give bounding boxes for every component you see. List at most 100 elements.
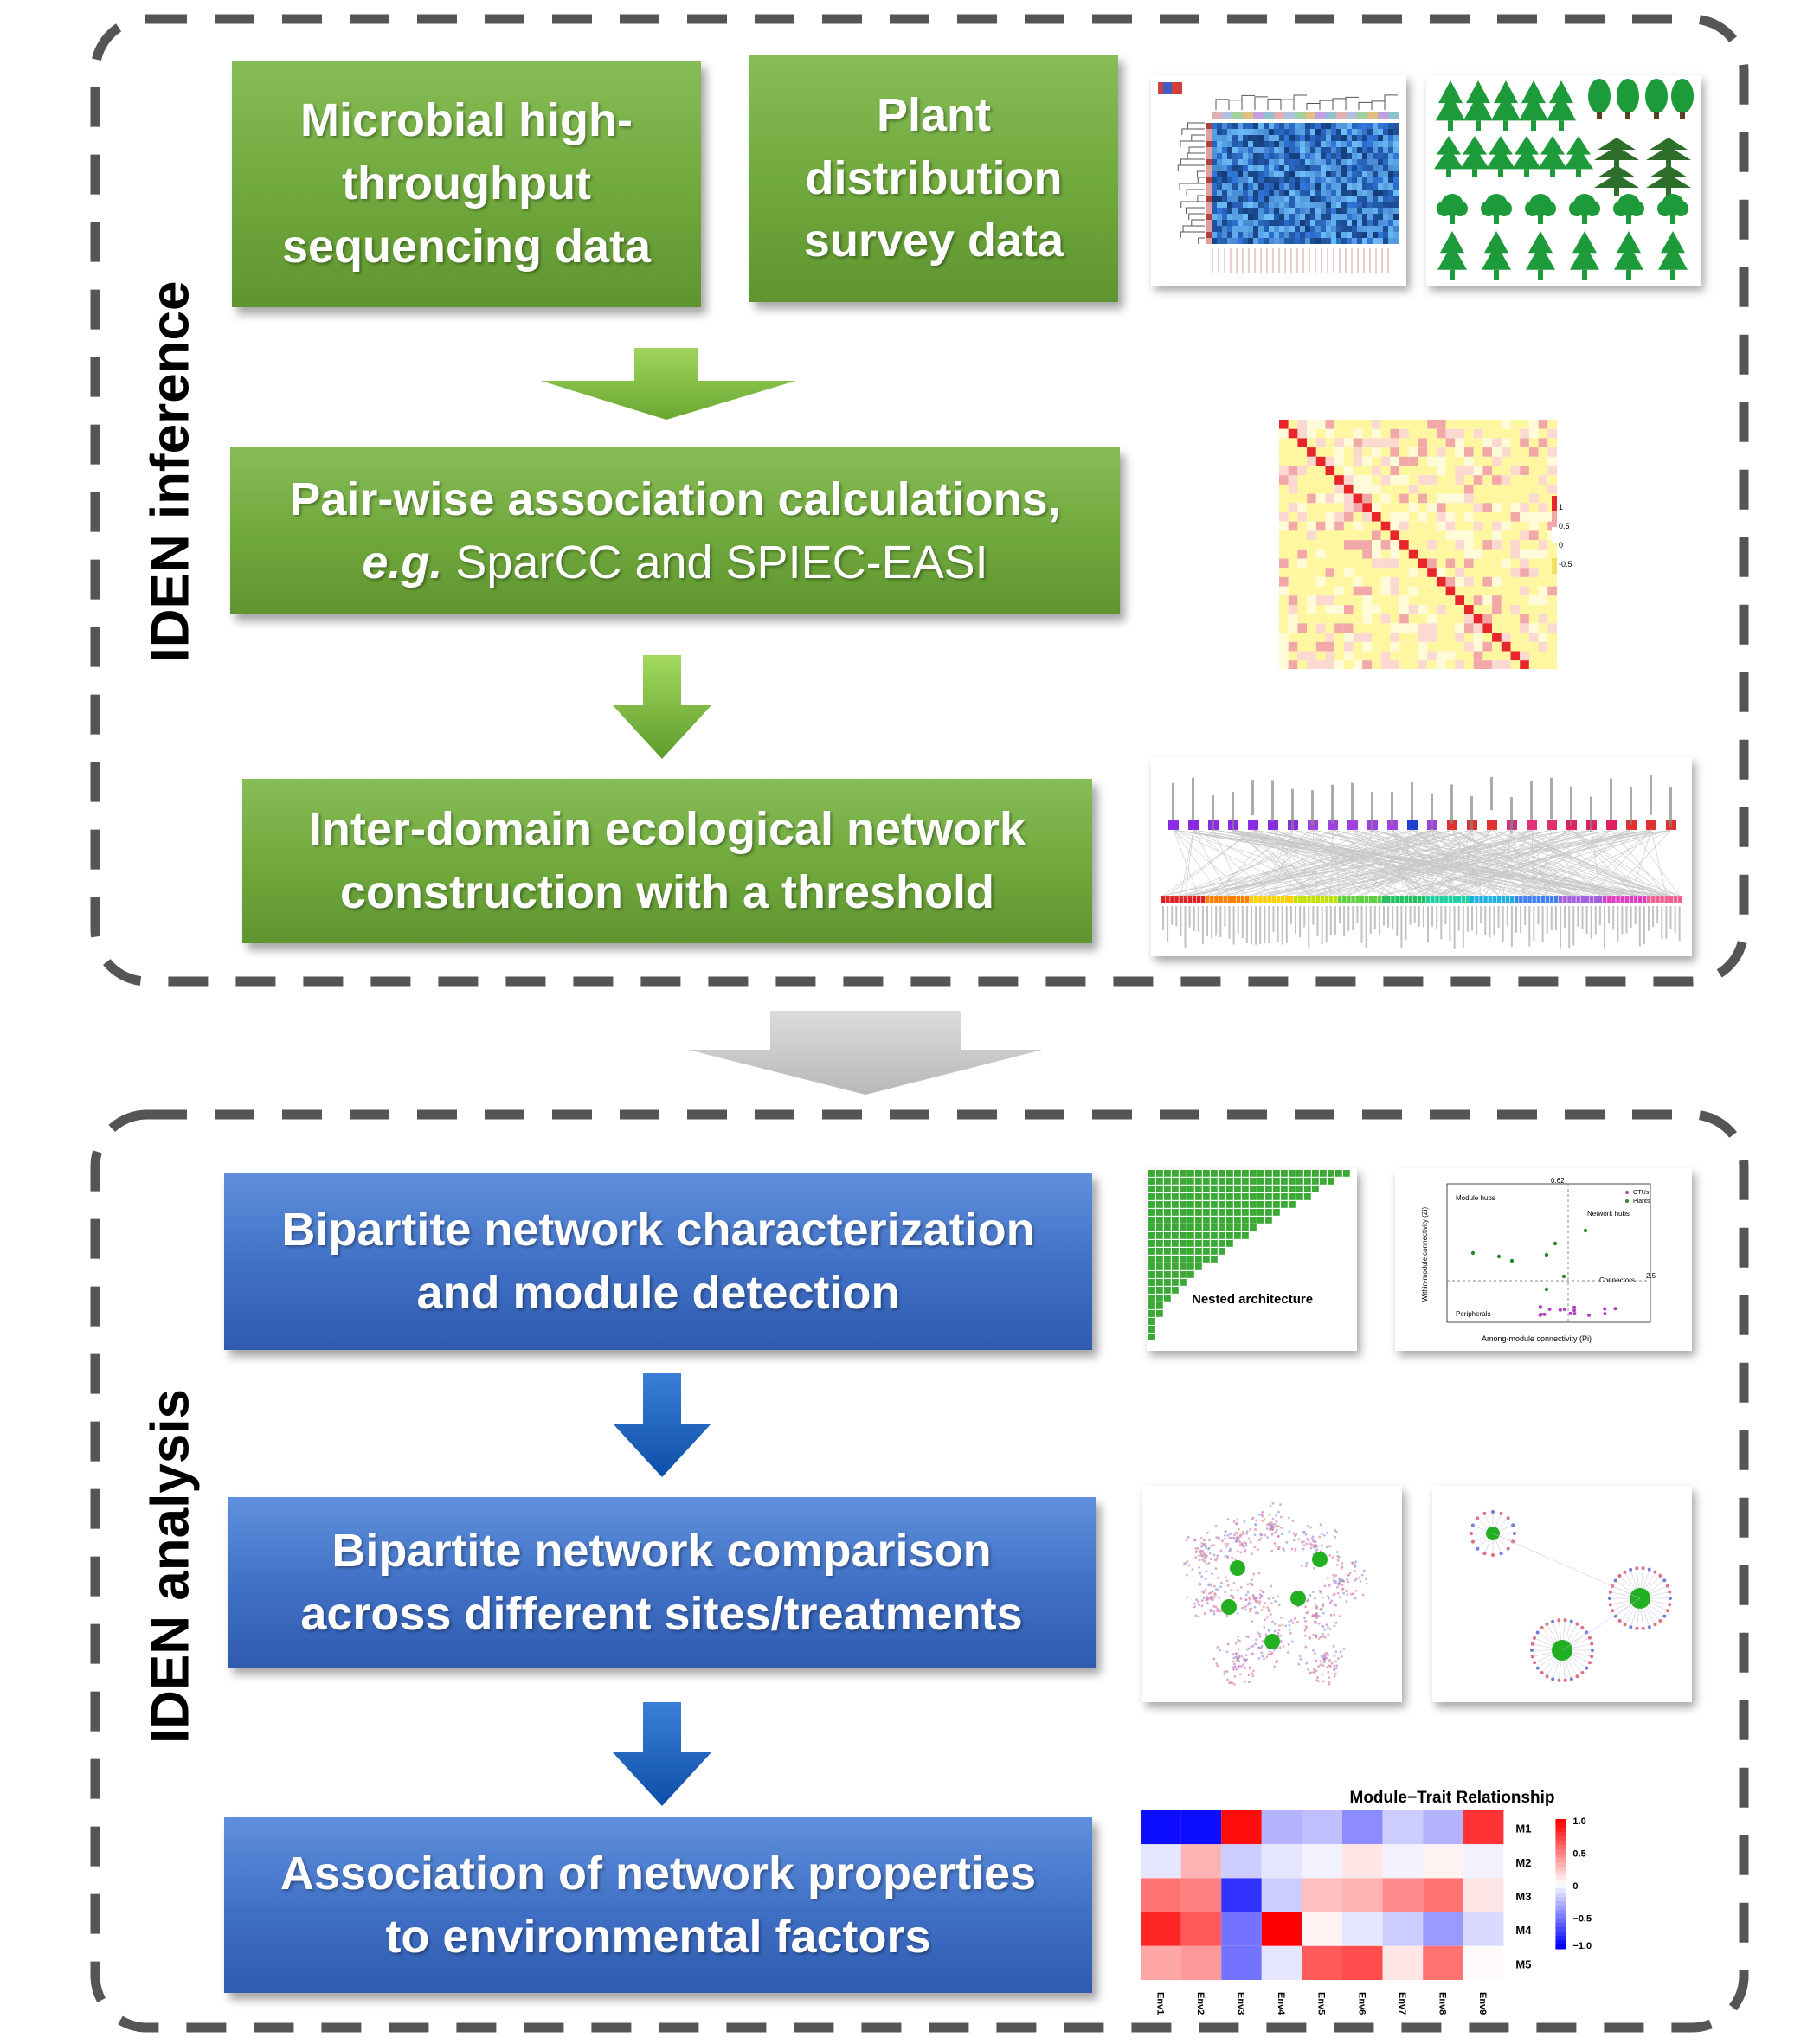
correlation-cell — [1307, 521, 1316, 531]
network-edge — [1212, 829, 1614, 897]
node-label — [1224, 906, 1226, 927]
microbe-node — [1250, 896, 1254, 903]
network-node — [1239, 1597, 1243, 1600]
network-node — [1323, 1636, 1327, 1639]
correlation-cell — [1501, 484, 1511, 494]
correlation-cell — [1343, 530, 1354, 541]
network-node — [1232, 1660, 1235, 1663]
heat-cell — [1357, 214, 1362, 220]
network-node — [1275, 1520, 1278, 1523]
heat-cell — [1393, 135, 1399, 141]
correlation-cell — [1334, 549, 1344, 559]
heat-cell — [1248, 141, 1253, 147]
node-label — [1339, 906, 1341, 924]
correlation-cell — [1445, 530, 1456, 541]
network-node — [1236, 1589, 1239, 1591]
network-node — [1258, 1593, 1262, 1597]
network-node — [1237, 1539, 1240, 1543]
correlation-cell — [1362, 530, 1372, 541]
nested-cell — [1156, 1287, 1163, 1294]
nested-cell — [1172, 1170, 1179, 1177]
heat-cell — [1352, 135, 1357, 141]
correlation-cell — [1427, 651, 1437, 661]
correlation-cell — [1343, 512, 1354, 522]
correlation-cell — [1528, 660, 1539, 669]
broadleaf-tree-icon — [1540, 201, 1556, 216]
heat-cell — [1362, 202, 1367, 208]
network-node — [1251, 1518, 1254, 1520]
correlation-cell — [1473, 641, 1483, 652]
correlation-cell — [1538, 586, 1548, 596]
correlation-cell — [1492, 456, 1502, 466]
microbe-node — [1448, 896, 1452, 903]
pairwise-line-2: e.g. SparCC and SPIEC-EASI — [289, 531, 1060, 595]
network-node — [1271, 1620, 1274, 1623]
heat-cell — [1300, 129, 1305, 135]
heat-cell — [1243, 214, 1248, 220]
microbe-node — [1382, 896, 1386, 903]
network-edge — [1189, 829, 1413, 897]
network-node — [1215, 1609, 1219, 1612]
nested-cell — [1281, 1193, 1288, 1200]
heat-cell — [1222, 171, 1227, 177]
correlation-cell — [1390, 576, 1400, 587]
annotation-cell — [1326, 112, 1336, 119]
correlation-cell — [1547, 633, 1557, 642]
heat-cell — [1217, 135, 1222, 141]
heat-cell — [1295, 202, 1300, 208]
correlation-cell — [1362, 558, 1372, 569]
correlation-cell — [1418, 484, 1428, 494]
network-node — [1206, 1531, 1209, 1534]
heat-cell — [1279, 123, 1284, 129]
correlation-cell — [1343, 540, 1354, 550]
heat-cell — [1315, 171, 1321, 177]
annotation-cell — [1388, 112, 1399, 119]
node-label — [1436, 906, 1438, 929]
node-label — [1661, 906, 1663, 939]
heat-cell — [1295, 159, 1300, 165]
network-edge — [1630, 829, 1680, 897]
network-edge — [1322, 829, 1632, 897]
heatmap-cell — [1382, 1810, 1424, 1845]
correlation-cell — [1353, 438, 1363, 448]
network-node — [1315, 1621, 1318, 1624]
heat-cell — [1383, 226, 1388, 232]
network-node — [1339, 1650, 1342, 1654]
network-node — [1608, 1590, 1612, 1594]
correlation-cell — [1325, 586, 1335, 596]
network-node — [1221, 1539, 1224, 1543]
nested-cell — [1180, 1201, 1187, 1208]
network-node — [1337, 1555, 1341, 1559]
heat-cell — [1326, 208, 1331, 214]
heat-cell — [1212, 147, 1217, 153]
correlation-cell — [1482, 456, 1493, 466]
network-node — [1347, 1573, 1351, 1577]
heat-cell — [1321, 123, 1326, 129]
dendrogram-branch — [1306, 103, 1320, 110]
heat-cell — [1279, 214, 1284, 220]
microbe-node — [1444, 896, 1448, 903]
correlation-cell — [1399, 503, 1409, 512]
heat-cell — [1357, 135, 1362, 141]
correlation-cell — [1473, 568, 1483, 577]
heat-cell — [1373, 123, 1378, 129]
heat-cell — [1289, 135, 1295, 141]
node-label — [1674, 906, 1676, 934]
correlation-cell — [1455, 614, 1464, 624]
spreading-tree-icon-trunk — [1614, 160, 1619, 169]
spreading-tree-icon — [1646, 174, 1691, 188]
colorbar-segment — [1555, 1819, 1566, 1824]
network-node — [1314, 1614, 1317, 1617]
network-node — [1340, 1655, 1343, 1658]
heat-cell — [1212, 220, 1217, 226]
heat-cell — [1315, 190, 1321, 196]
nested-cell — [1164, 1201, 1171, 1208]
plant-node — [1527, 820, 1537, 830]
network-node — [1312, 1649, 1315, 1652]
plant-data-box: Plant distribution survey data — [749, 55, 1118, 302]
correlation-cell — [1520, 614, 1529, 624]
correlation-matrix-thumbnail: 1 0.5 0 -0.5 — [1270, 409, 1572, 669]
correlation-cell — [1427, 420, 1437, 429]
network-node — [1328, 1545, 1332, 1548]
annotation-cell — [1206, 202, 1212, 208]
